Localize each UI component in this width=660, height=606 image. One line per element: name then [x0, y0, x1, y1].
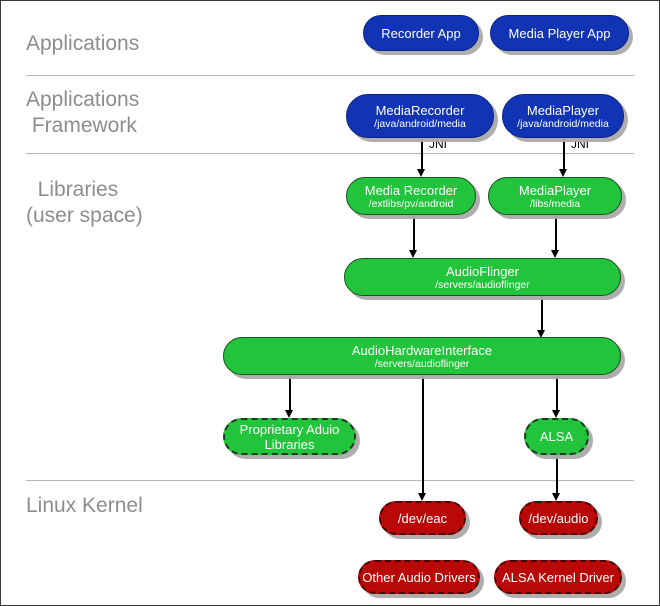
divider-applications-framework: [26, 75, 634, 76]
connector-media-recorder-lib-to-audioflinger: [413, 215, 415, 251]
connector-mediarecorder-to-media-recorder-lib: [421, 138, 423, 170]
node-subtitle: /servers/audioflinger: [374, 357, 470, 370]
arrowhead-dev-audio: [552, 493, 560, 501]
node-title: Proprietary Aduio: [239, 421, 340, 437]
divider-libraries-kernel: [26, 480, 634, 481]
node-subtitle: /servers/audioflinger: [435, 278, 530, 291]
node-audiohardwareinterface[interactable]: AudioHardwareInterface /servers/audiofli…: [223, 337, 621, 375]
node-title-line2: Libraries: [264, 436, 315, 452]
arrowhead-alsa: [552, 410, 560, 418]
connector-audiohardwareinterface-to-dev-eac: [422, 375, 424, 495]
connector-audiohardwareinterface-to-alsa: [556, 375, 558, 411]
node-title: ALSA: [539, 429, 574, 444]
node-mediarecorder-framework[interactable]: MediaRecorder /java/android/media: [346, 94, 494, 138]
node-subtitle: /libs/media: [529, 197, 581, 210]
node-title: Media Recorder: [364, 182, 458, 198]
node-title: ALSA Kernel Driver: [502, 569, 614, 585]
arrowhead-audioflinger-left: [409, 250, 417, 258]
node-title: AudioFlinger: [446, 263, 519, 279]
layer-label-applications: Applications: [26, 32, 140, 55]
node-other-audio-drivers[interactable]: Other Audio Drivers: [358, 560, 480, 594]
node-dev-eac[interactable]: /dev/eac: [379, 501, 466, 535]
connector-audioflinger-to-audiohardwareinterface: [541, 296, 543, 332]
arrowhead-dev-eac: [418, 493, 426, 501]
connector-label-jni-player: JNI: [571, 137, 589, 151]
connector-audiohardwareinterface-to-proprietary-libraries: [289, 375, 291, 411]
node-title: /dev/audio: [528, 510, 589, 526]
node-title: AudioHardwareInterface: [351, 342, 493, 358]
node-media-player-app[interactable]: Media Player App: [490, 15, 629, 51]
connector-alsa-to-dev-audio: [556, 454, 558, 494]
connector-label-jni-recorder: JNI: [429, 137, 447, 151]
layer-label-linux-kernel: Linux Kernel: [26, 494, 143, 517]
node-subtitle: /java/android/media: [374, 117, 466, 130]
arrowhead-media-recorder-lib: [417, 169, 425, 177]
arrowhead-audioflinger-right: [551, 250, 559, 258]
node-alsa-kernel-driver[interactable]: ALSA Kernel Driver: [494, 560, 622, 594]
node-title: MediaPlayer: [526, 102, 600, 118]
node-media-recorder-lib[interactable]: Media Recorder /extlibs/pv/android: [346, 177, 476, 215]
node-mediaplayer-lib[interactable]: MediaPlayer /libs/media: [488, 177, 622, 215]
node-title: Other Audio Drivers: [362, 569, 476, 585]
connector-mediaplayer-to-mediaplayer-lib: [563, 138, 565, 170]
node-recorder-app[interactable]: Recorder App: [363, 15, 479, 51]
node-alsa[interactable]: ALSA: [524, 418, 589, 455]
node-title: /dev/eac: [397, 510, 448, 526]
layer-label-applications-framework: Applications Framework: [26, 88, 140, 137]
node-title: MediaRecorder: [375, 102, 465, 118]
node-title: Recorder App: [381, 25, 461, 41]
node-proprietary-audio-libraries[interactable]: Proprietary Aduio Libraries: [223, 418, 356, 455]
arrowhead-mediaplayer-lib: [559, 169, 567, 177]
node-subtitle: /extlibs/pv/android: [368, 197, 454, 210]
arrowhead-proprietary-libraries: [285, 410, 293, 418]
node-audioflinger[interactable]: AudioFlinger /servers/audioflinger: [344, 258, 621, 296]
divider-framework-libraries: [26, 153, 634, 154]
node-title: MediaPlayer: [518, 182, 592, 198]
node-dev-audio[interactable]: /dev/audio: [519, 501, 598, 535]
arrowhead-audiohardwareinterface: [537, 330, 545, 338]
node-mediaplayer-framework[interactable]: MediaPlayer /java/android/media: [502, 94, 624, 138]
connector-mediaplayer-lib-to-audioflinger: [555, 215, 557, 251]
layer-label-libraries: Libraries (user space): [26, 178, 143, 227]
node-title: Media Player App: [508, 25, 611, 41]
node-subtitle: /java/android/media: [517, 117, 609, 130]
